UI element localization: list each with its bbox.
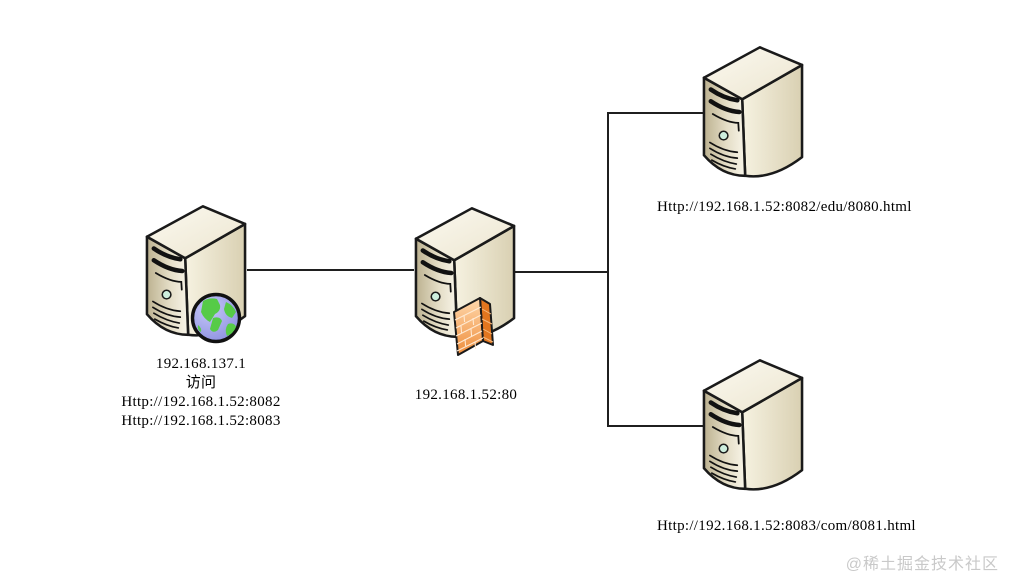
proxy-label: 192.168.1.52:80 [414,387,518,403]
client-url-1: Http://192.168.1.52:8082 [121,394,281,410]
firewall-icon [453,297,494,356]
node-backend-server-bottom [702,357,804,497]
connector-trunk-vertical [607,112,609,427]
node-backend-server-top [702,44,804,184]
backend-top-url-label: Http://192.168.1.52:8082/edu/8080.html [657,199,912,215]
client-label: 192.168.137.1 访问 Http://192.168.1.52:808… [83,355,319,431]
server-tower-icon [702,44,804,184]
backend-bottom-url-label: Http://192.168.1.52:8083/com/8081.html [657,518,916,534]
client-visit-text: 访问 [185,375,217,391]
server-tower-icon [702,357,804,497]
connector-proxy-to-trunk [514,271,609,273]
client-ip-text: 192.168.137.1 [155,356,247,372]
client-url-2: Http://192.168.1.52:8083 [121,413,281,429]
connector-branch-top-server [607,112,703,114]
node-proxy-server [414,205,516,356]
node-client-computer [145,203,247,344]
connector-client-to-proxy [247,269,414,271]
connector-branch-bottom-server [607,425,703,427]
juejin-watermark: @稀土掘金技术社区 [845,556,999,573]
globe-icon [190,292,242,344]
